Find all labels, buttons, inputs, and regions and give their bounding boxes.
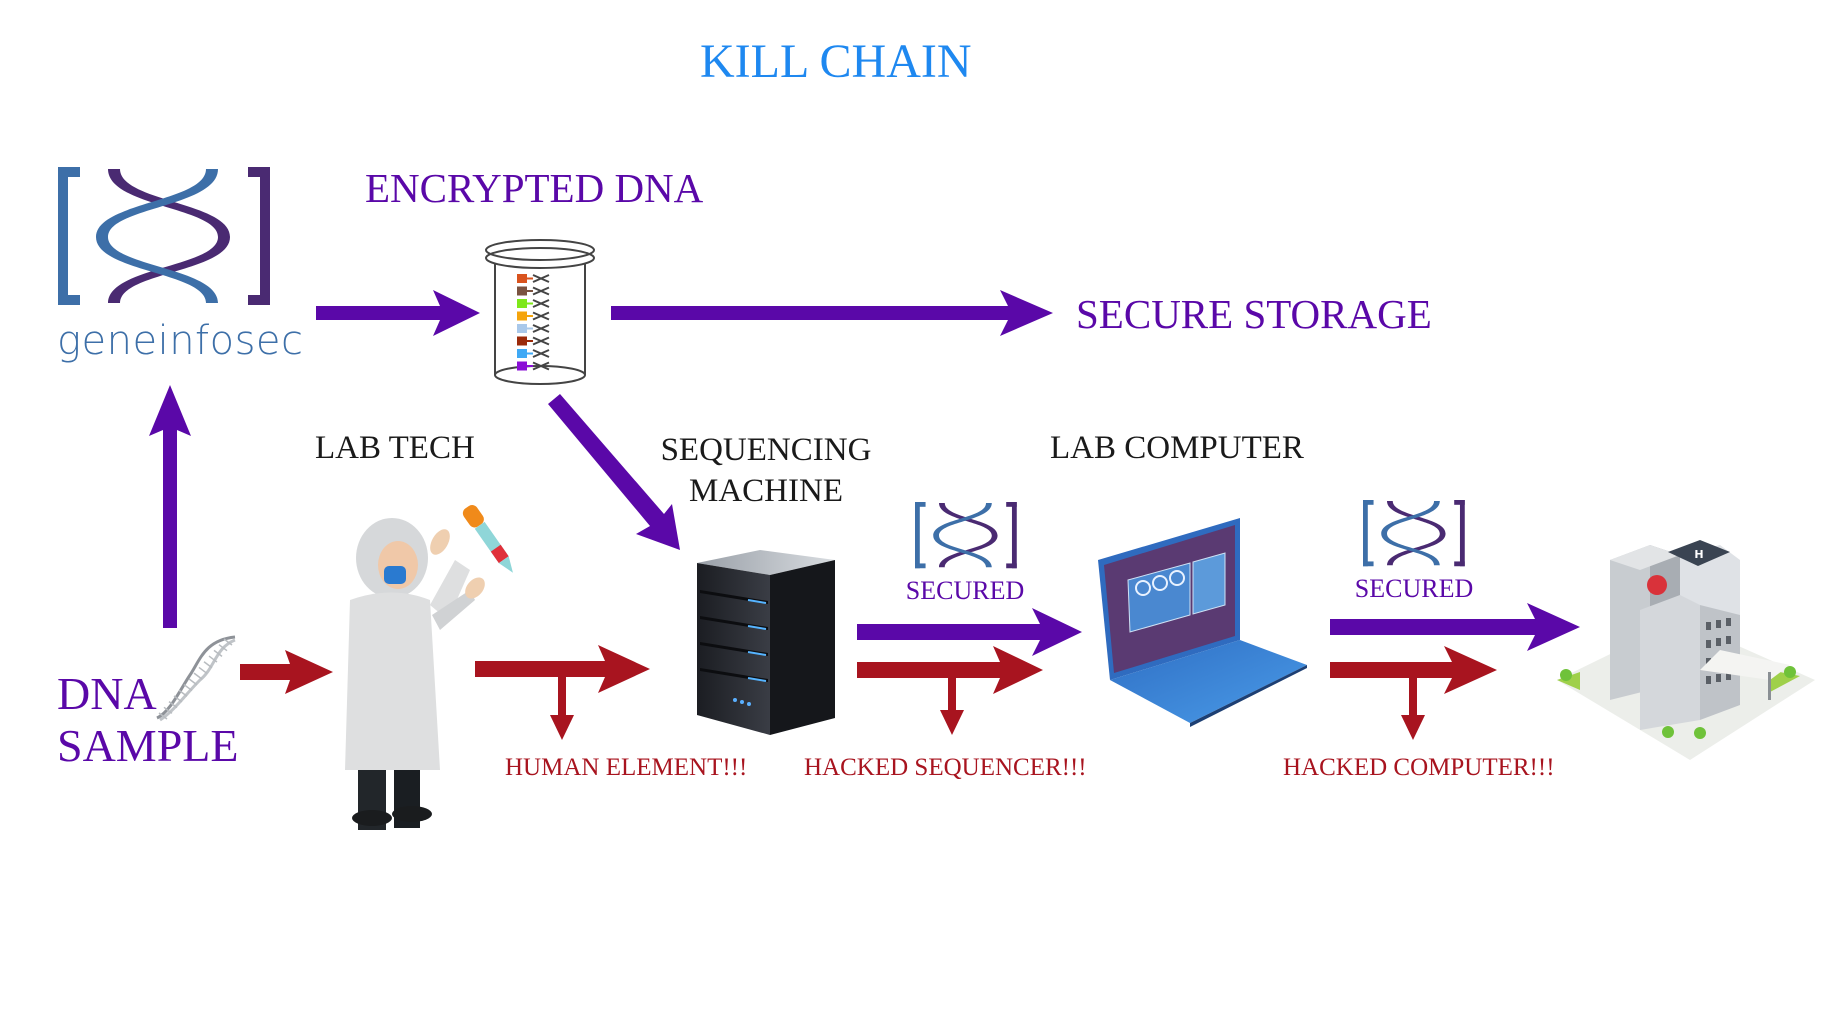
threat-label-human-element: HUMAN ELEMENT!!! [505, 754, 748, 781]
hospital-window [1706, 640, 1711, 648]
hospital-window [1716, 674, 1721, 682]
encrypted-strand [517, 324, 550, 333]
helix-rung [183, 683, 193, 692]
arrow-computer-to-hospital-attack [1330, 646, 1497, 694]
threat-drop-sequencer [940, 678, 964, 735]
dna-helix-icon [156, 635, 236, 722]
lab-tech-label: LAB TECH [315, 430, 475, 466]
lab-technician-icon [345, 505, 513, 830]
arrow-tech-to-sequencer [475, 645, 650, 693]
server-icon [697, 550, 835, 735]
hospital-window [1706, 676, 1711, 684]
helix-rung [173, 695, 183, 703]
hospital-window [1726, 672, 1731, 680]
secured-label: SECURED [905, 576, 1025, 605]
arrow-sequencer-to-computer [857, 608, 1082, 656]
helix-rung [213, 649, 223, 657]
arrow-sequencer-to-computer-attack [857, 646, 1043, 694]
hospital-window [1716, 620, 1721, 628]
hospital-window [1726, 618, 1731, 626]
threat-drop-human [550, 677, 574, 740]
secured-label: SECURED [1354, 574, 1474, 603]
arrow-tube-to-sequencer [548, 394, 680, 550]
threat-label-hacked-computer: HACKED COMPUTER!!! [1283, 754, 1555, 781]
attack-arrows [240, 645, 1497, 740]
encrypted-strand [517, 311, 550, 321]
secured-badge-logo-icon [1363, 500, 1465, 567]
hospital-window [1716, 638, 1721, 646]
arrow-tube-to-storage [611, 290, 1053, 336]
helix-rung [168, 701, 178, 709]
sequencing-machine-label: SEQUENCING MACHINE [650, 430, 882, 512]
hospital-window [1706, 622, 1711, 630]
encrypted-strand [517, 286, 550, 296]
test-tube-icon [485, 239, 595, 385]
threat-drop-computer [1401, 678, 1425, 740]
secure-arrows [149, 290, 1580, 656]
encrypted-dna-label: ENCRYPTED DNA [365, 165, 704, 211]
brand-name: geneinfosec [57, 318, 304, 364]
arrow-logo-to-tube [316, 290, 480, 336]
helix-rung [223, 638, 233, 646]
diagram-title: KILL CHAIN [700, 35, 972, 88]
dna-bracket-logo-icon [58, 167, 270, 305]
lab-computer-label: LAB COMPUTER [1050, 430, 1304, 466]
dna-sample-line1: DNA [57, 668, 157, 719]
hospital-building-icon: H [1557, 540, 1815, 760]
helix-rung [218, 644, 228, 652]
encrypted-strand [517, 336, 550, 346]
helix-rung [203, 661, 213, 669]
encrypted-strand [517, 361, 550, 371]
arrow-sample-to-tech [240, 650, 333, 694]
helix-rung [178, 689, 188, 697]
secured-badge-logo-icon [915, 502, 1017, 569]
sequencing-machine-line1: SEQUENCING [660, 432, 872, 468]
threat-label-hacked-sequencer: HACKED SEQUENCER!!! [804, 754, 1087, 781]
encrypted-strand [517, 274, 550, 283]
encrypted-strand [517, 349, 550, 358]
helix-rung [188, 678, 198, 686]
sequencing-machine-line2: MACHINE [689, 473, 843, 509]
helix-rung [208, 655, 218, 663]
laptop-icon [1098, 518, 1307, 727]
secure-storage-label: SECURE STORAGE [1076, 291, 1432, 337]
dna-sample-line2: SAMPLE [57, 720, 239, 771]
svg-text:H: H [1694, 548, 1703, 561]
hospital-window [1726, 636, 1731, 644]
helix-rung [163, 706, 173, 714]
helix-rung [198, 666, 208, 675]
dna-sample-label: DNA SAMPLE [57, 668, 238, 772]
arrow-computer-to-hospital [1330, 603, 1580, 651]
arrow-sample-to-logo [149, 385, 191, 628]
helix-rung [158, 712, 168, 720]
encrypted-strand [517, 299, 550, 308]
helix-rung [193, 672, 203, 680]
